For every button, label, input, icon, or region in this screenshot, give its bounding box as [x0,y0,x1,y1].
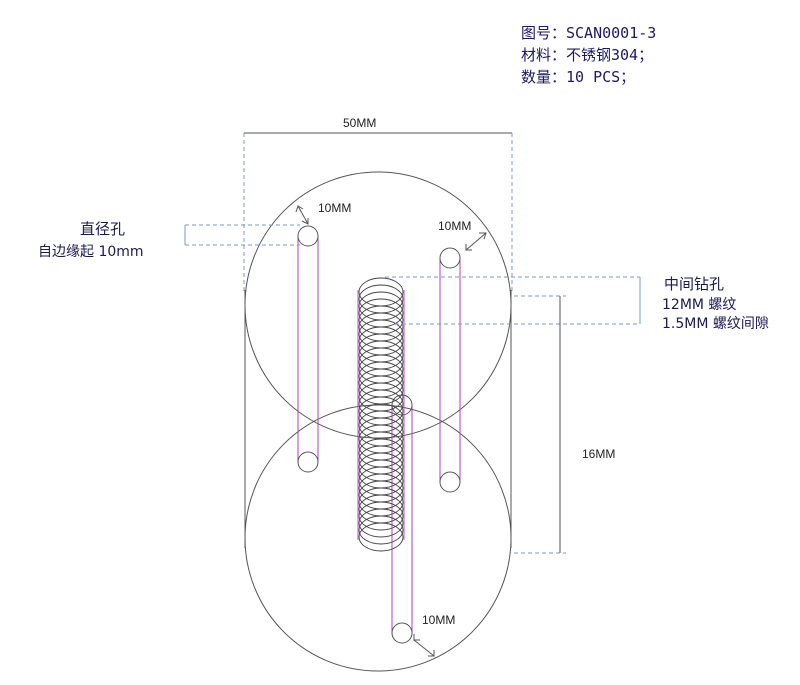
center-note-line-3: 1.5MM 螺纹间隙 [662,316,769,332]
threaded-bore [357,277,405,552]
hole-dim-label-bottom: 10MM [422,613,455,627]
width-dimension-label: 50MM [343,116,376,130]
thread-coil [358,515,404,545]
right-slot [439,247,461,493]
title-block: 图号：SCAN0001-3 材料：不锈钢304； 数量：10 PCS； [521,22,656,88]
bottom-slot [391,394,413,644]
center-note-line-2: 12MM 螺纹 [662,297,736,313]
material-spec: 材料：不锈钢304； [521,46,654,64]
center-note-line-1: 中间钻孔 [664,275,724,293]
center-note-leaders [385,276,641,325]
thread-coil [358,522,404,552]
hole-dim-arrows [295,205,487,657]
hole-dim-label-left: 10MM [318,201,351,215]
quantity-spec: 数量：10 PCS； [521,68,636,86]
left-note-line-1: 直径孔 [80,220,125,238]
thread-coil [358,508,404,538]
part-outline [244,171,512,672]
hole-dim-label-right: 10MM [438,219,471,233]
upper-disc [244,171,512,439]
left-note-line-2: 自边缘起 10mm [38,244,144,260]
drawing-number: 图号：SCAN0001-3 [521,24,657,42]
height-dimension [514,295,566,554]
left-slot [297,225,319,473]
height-dimension-label: 16MM [582,447,615,461]
thread-coil [358,501,404,531]
width-dimension [243,132,513,292]
left-note-leaders [184,224,300,246]
lower-disc [244,404,512,672]
